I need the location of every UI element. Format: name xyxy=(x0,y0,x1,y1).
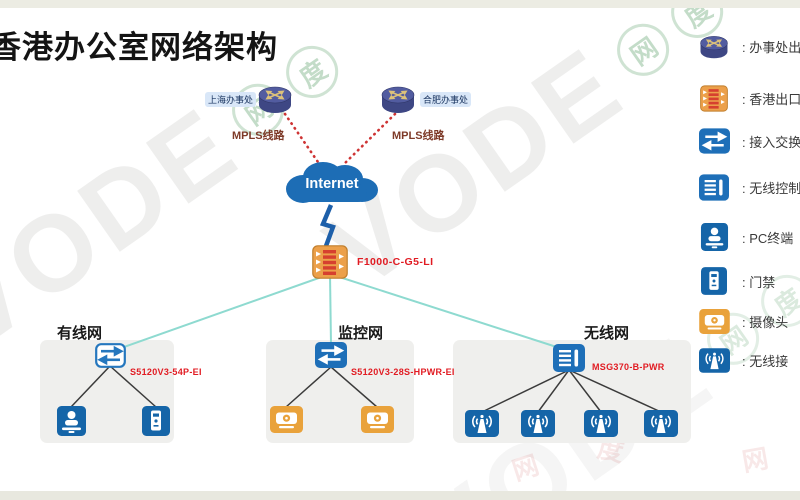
access-switch-icon xyxy=(95,343,126,368)
legend-row: : 接入交换 xyxy=(698,126,800,156)
legend-label: : 无线接 xyxy=(742,353,789,369)
legend-row: : 办事处出 xyxy=(698,31,800,61)
legend-row: : PC终端 xyxy=(698,222,793,252)
device-model-label: S5120V3-54P-EI xyxy=(130,367,202,377)
door-access-icon xyxy=(142,406,170,436)
branch-label-shanghai: 上海办事处 xyxy=(205,92,257,107)
legend-label: : 门禁 xyxy=(742,274,776,290)
device-model-label: F1000-C-G5-LI xyxy=(357,256,434,268)
wireless-ap-icon xyxy=(521,410,555,437)
legend-row: : 无线接 xyxy=(698,345,788,375)
legend-label: : 无线控制 xyxy=(742,180,800,196)
router-icon xyxy=(379,82,417,116)
pc-terminal-icon xyxy=(57,406,86,436)
wireless-controller-icon xyxy=(698,173,730,201)
mpls-line-label: MPLS线路 xyxy=(232,130,285,142)
legend-row: : 门禁 xyxy=(698,266,775,296)
pc-terminal-icon xyxy=(698,223,730,251)
legend-label: : PC终端 xyxy=(742,230,794,246)
page-title: 香港办公室网络架构 xyxy=(0,30,278,65)
access-switch-icon xyxy=(698,128,730,154)
top-edge-strip xyxy=(0,0,800,8)
legend-label: : 摄像头 xyxy=(742,314,789,330)
legend-row: : 无线控制 xyxy=(698,172,800,202)
device-model-label: S5120V3-28S-HPWR-EI xyxy=(351,367,455,377)
watermark-brand-text: VODE xyxy=(0,82,260,372)
mpls-line-label: MPLS线路 xyxy=(392,130,445,142)
watermark-char: 网 xyxy=(606,13,680,86)
camera-icon xyxy=(270,406,303,433)
camera-icon xyxy=(698,308,730,334)
legend-label: : 香港出口 xyxy=(742,91,800,107)
branch-label-hefei: 合肥办事处 xyxy=(420,92,472,107)
camera-icon xyxy=(361,406,394,433)
firewall-icon xyxy=(312,245,348,279)
access-switch-icon xyxy=(315,342,347,368)
wireless-controller-icon xyxy=(553,344,585,372)
legend-row: : 摄像头 xyxy=(698,306,788,336)
legend-row: : 香港出口 xyxy=(698,83,800,113)
wireless-ap-icon xyxy=(644,410,678,437)
exit-firewall-icon xyxy=(698,84,730,112)
wireless-ap-icon xyxy=(698,347,730,373)
group-title-monitor: 监控网 xyxy=(338,325,384,342)
wireless-ap-icon xyxy=(465,410,499,437)
device-model-label: MSG370-B-PWR xyxy=(592,362,665,372)
legend-label: : 接入交换 xyxy=(742,134,800,150)
watermark-seal: 网 xyxy=(508,449,543,487)
legend-label: : 办事处出 xyxy=(742,39,800,55)
branch-router-icon xyxy=(698,32,730,61)
bottom-edge-strip xyxy=(0,491,800,500)
door-access-icon xyxy=(698,267,730,295)
internet-cloud-icon xyxy=(283,158,381,210)
wireless-ap-icon xyxy=(584,410,618,437)
internet-label: Internet xyxy=(305,176,359,192)
group-title-wired: 有线网 xyxy=(57,325,103,342)
group-title-wireless: 无线网 xyxy=(584,325,630,342)
router-icon xyxy=(256,82,294,116)
watermark-seal: 网 xyxy=(739,442,771,478)
